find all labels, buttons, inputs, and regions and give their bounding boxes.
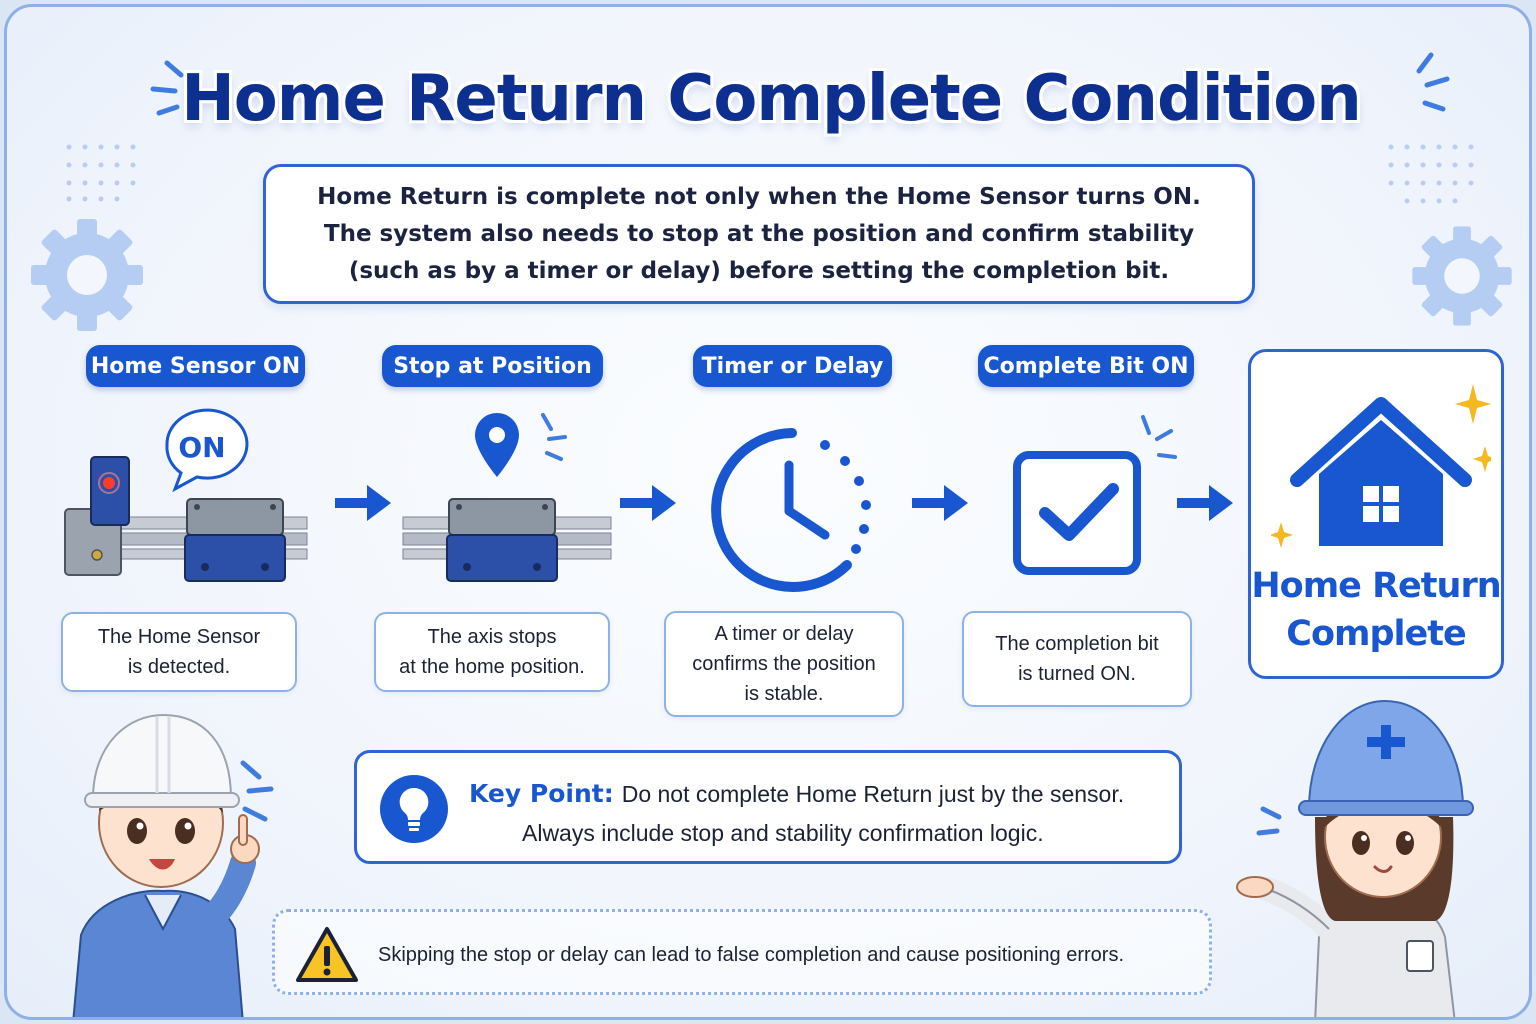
- warning-icon: [296, 927, 358, 982]
- result-label: Home Return Complete: [1251, 562, 1501, 658]
- gear-icon: [1412, 226, 1512, 326]
- desc-line: The axis stops: [427, 626, 557, 648]
- key-point-heading: Key Point:: [469, 779, 614, 808]
- worker-girl-character: [1236, 699, 1474, 1017]
- desc-line: A timer or delay: [714, 623, 854, 645]
- step-label-timer-delay: Timer or Delay: [693, 345, 892, 387]
- key-point-line2: Always include stop and stability confir…: [522, 820, 1044, 846]
- desc-line: is turned ON.: [1018, 663, 1136, 685]
- arrow-right-icon: [335, 485, 391, 521]
- dot-grid-decoration: [66, 144, 136, 202]
- step-label-stop-position: Stop at Position: [382, 345, 603, 387]
- step-label-home-sensor: Home Sensor ON: [86, 345, 305, 387]
- on-badge-text: ON: [178, 431, 225, 464]
- desc-line: confirms the position: [692, 653, 876, 675]
- sparkle-lines-icon: [150, 60, 184, 116]
- arrow-right-icon: [912, 485, 968, 521]
- gear-icon: [31, 219, 143, 331]
- step-description-timer-delay: A timer or delay confirms the position i…: [664, 611, 904, 717]
- key-point-panel: Key Point: Do not complete Home Return ju…: [354, 750, 1182, 864]
- desc-line: is detected.: [127, 656, 231, 678]
- step-description-stop-position: The axis stops at the home position.: [374, 612, 610, 692]
- checkbox-icon: [1013, 415, 1177, 575]
- worker-boy-character: [72, 713, 274, 1017]
- intro-line: The system also needs to stop at the pos…: [323, 220, 1195, 247]
- warning-text: Skipping the stop or delay can lead to f…: [378, 944, 1125, 966]
- warning-panel: Skipping the stop or delay can lead to f…: [272, 909, 1212, 995]
- lightbulb-icon: [380, 775, 448, 843]
- result-line: Complete: [1286, 614, 1466, 654]
- sparkle-icon: [1271, 384, 1491, 548]
- step-description-home-sensor: The Home Sensor is detected.: [61, 612, 297, 692]
- key-point-line1: Key Point: Do not complete Home Return ju…: [469, 779, 1124, 808]
- key-point-text: Do not complete Home Return just by the …: [621, 781, 1125, 807]
- intro-description: Home Return is complete not only when th…: [263, 164, 1255, 304]
- location-pin-icon: [402, 413, 612, 582]
- arrow-right-icon: [1177, 485, 1233, 521]
- result-line: Home Return: [1251, 566, 1501, 606]
- page-title: Home Return Complete Condition: [181, 62, 1362, 136]
- step-label-complete-bit: Complete Bit ON: [978, 345, 1194, 387]
- desc-line: The completion bit: [995, 633, 1159, 655]
- desc-line: at the home position.: [399, 656, 585, 678]
- desc-line: The Home Sensor: [97, 626, 261, 648]
- arrow-right-icon: [620, 485, 676, 521]
- house-icon: [1271, 384, 1491, 548]
- home-sensor-icon: ON: [64, 408, 308, 582]
- intro-line: (such as by a timer or delay) before set…: [348, 257, 1170, 284]
- clock-icon: [711, 428, 871, 592]
- intro-line: Home Return is complete not only when th…: [317, 183, 1201, 210]
- infographic-frame: Home Return Complete Condition: [4, 4, 1532, 1020]
- result-panel: Home Return Complete: [1248, 349, 1504, 679]
- step-description-complete-bit: The completion bit is turned ON.: [962, 611, 1192, 707]
- dot-grid-decoration: [1388, 144, 1474, 204]
- desc-line: is stable.: [744, 683, 824, 705]
- sparkle-lines-icon: [1416, 52, 1450, 112]
